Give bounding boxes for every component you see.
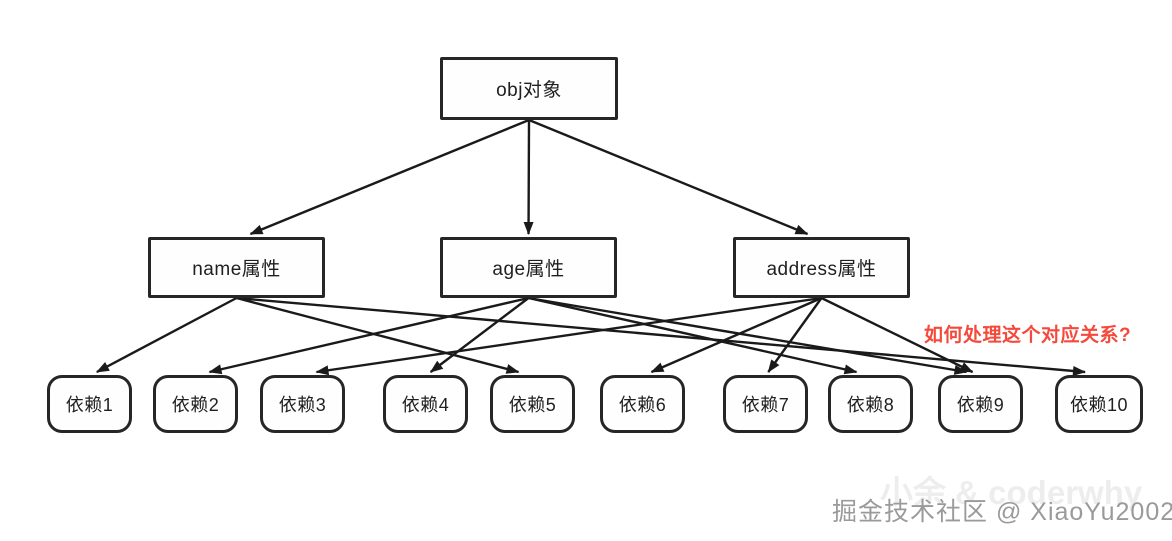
- node-dep-2-label: 依赖2: [171, 395, 220, 415]
- node-obj-label: obj对象: [496, 80, 562, 101]
- node-dep-3-label: 依赖3: [278, 395, 327, 415]
- edge-address-to-dep3: [315, 296, 822, 376]
- edge-address-to-dep7: [767, 297, 823, 373]
- annotation-question: 如何处理这个对应关系?: [924, 325, 1132, 346]
- node-dep-6-label: 依赖6: [618, 395, 667, 415]
- node-age: age属性: [440, 237, 617, 298]
- node-address: address属性: [733, 237, 910, 298]
- node-dep-5-label: 依赖5: [508, 395, 557, 415]
- edge-age-to-dep8: [528, 296, 858, 375]
- node-dep-6: 依赖6: [600, 375, 685, 433]
- edge-age-to-dep2: [208, 296, 529, 375]
- node-dep-1-label: 依赖1: [65, 395, 114, 415]
- edge-obj-to-address: [528, 118, 809, 236]
- node-dep-10: 依赖10: [1055, 375, 1143, 433]
- edge-obj-to-name: [249, 118, 530, 236]
- ghost-watermark: 小余 & coderwhy: [880, 474, 1143, 511]
- node-dep-8-label: 依赖8: [846, 395, 895, 415]
- node-name-label: name属性: [192, 259, 281, 280]
- watermark: 掘金技术社区 @ XiaoYu2002: [832, 498, 1172, 526]
- node-obj: obj对象: [440, 57, 618, 120]
- node-name: name属性: [148, 237, 325, 298]
- node-dep-9: 依赖9: [938, 375, 1023, 433]
- node-dep-7: 依赖7: [723, 375, 808, 433]
- node-dep-3: 依赖3: [260, 375, 345, 433]
- node-dep-5: 依赖5: [490, 375, 575, 433]
- node-age-label: age属性: [492, 259, 565, 280]
- node-address-label: address属性: [766, 259, 877, 280]
- node-dep-4: 依赖4: [383, 375, 468, 433]
- node-dep-1: 依赖1: [47, 375, 132, 433]
- edge-name-to-dep5: [236, 296, 520, 374]
- edge-age-to-dep9: [528, 296, 968, 375]
- edge-age-to-dep4: [429, 297, 530, 373]
- node-dep-2: 依赖2: [153, 375, 238, 433]
- node-dep-8: 依赖8: [828, 375, 913, 433]
- node-dep-4-label: 依赖4: [401, 395, 450, 415]
- edge-name-to-dep1: [95, 296, 238, 374]
- node-dep-7-label: 依赖7: [741, 395, 790, 415]
- node-dep-9-label: 依赖9: [956, 395, 1005, 415]
- edge-address-to-dep6: [650, 296, 822, 374]
- node-dep-10-label: 依赖10: [1069, 395, 1129, 415]
